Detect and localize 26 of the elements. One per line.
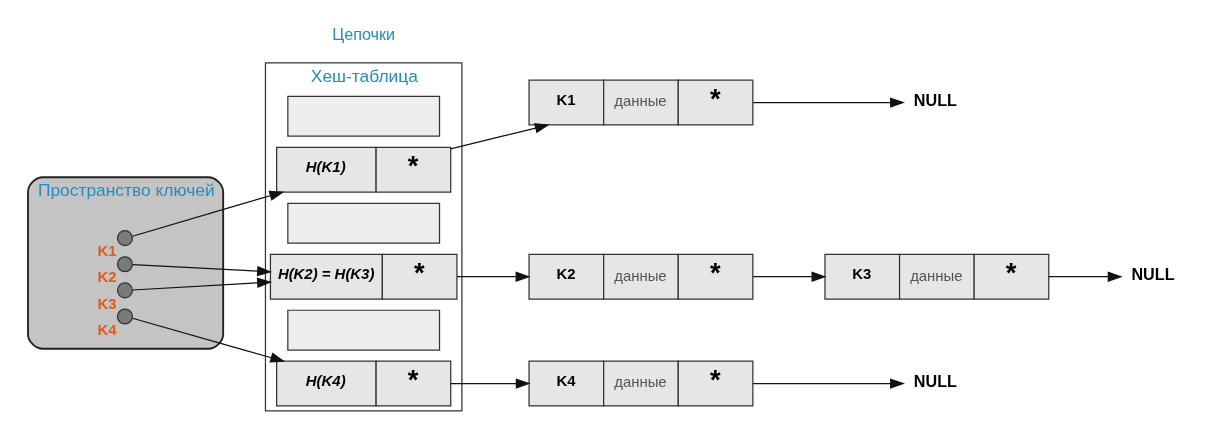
arrow xyxy=(752,97,905,108)
arrow xyxy=(450,123,550,150)
node-text: NULL xyxy=(913,371,957,390)
label: Цепочки xyxy=(332,24,396,43)
arrow xyxy=(1048,271,1123,282)
arrow xyxy=(131,317,286,363)
node-box xyxy=(287,95,441,137)
node-box xyxy=(287,309,441,351)
node-label: K3 xyxy=(97,294,117,312)
node-label: K4 xyxy=(97,320,117,338)
node-box xyxy=(287,202,441,244)
arrow xyxy=(131,263,273,277)
arrow xyxy=(752,378,905,389)
node-text: NULL xyxy=(1131,264,1175,283)
arrow xyxy=(131,277,273,291)
arrow xyxy=(752,271,827,282)
node-circle xyxy=(116,256,134,273)
node-circle xyxy=(116,308,134,325)
node-circle xyxy=(116,230,134,247)
arrow xyxy=(456,271,531,282)
arrow xyxy=(131,190,285,237)
arrow xyxy=(450,378,531,389)
node-circle xyxy=(116,282,134,299)
node-label: K1 xyxy=(97,242,117,260)
node-text: NULL xyxy=(913,90,957,109)
node-label: K2 xyxy=(97,268,117,286)
